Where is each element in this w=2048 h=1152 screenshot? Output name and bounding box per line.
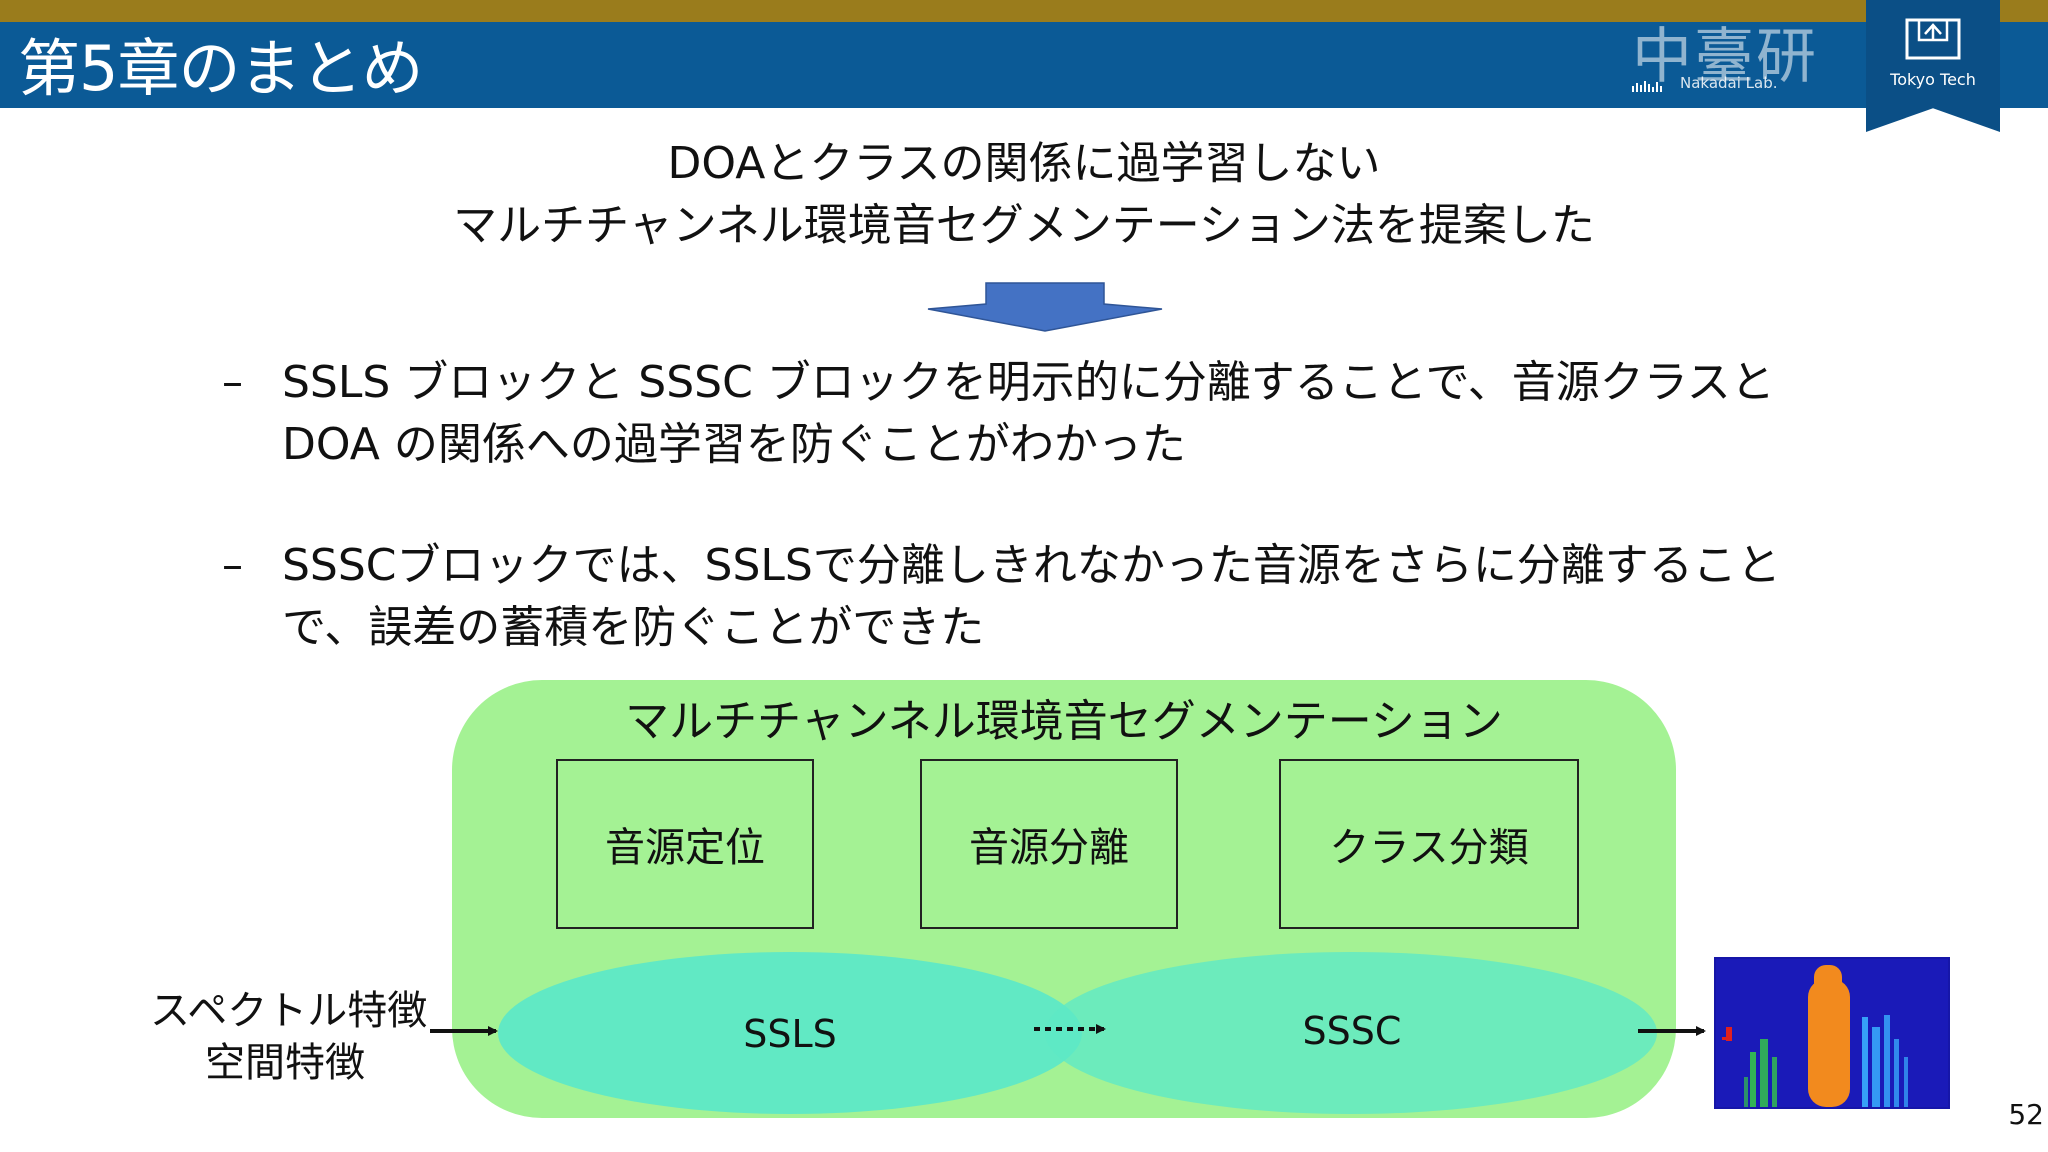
header-bar bbox=[0, 22, 2048, 108]
bullet-1-line-1: SSLS ブロックと SSSC ブロックを明示的に分離することで、音源クラスと bbox=[282, 357, 1775, 408]
task-box-separation: 音源分離 bbox=[920, 759, 1178, 929]
input-label-spectral: スペクトル特徴 bbox=[150, 988, 428, 1034]
ssls-ellipse bbox=[498, 952, 1082, 1114]
sssc-ellipse bbox=[1045, 952, 1657, 1114]
bullet-marker: – bbox=[222, 540, 243, 589]
lab-logo-name: Nakadai Lab. bbox=[1680, 74, 1778, 92]
input-label-spatial: 空間特徴 bbox=[205, 1040, 365, 1086]
task-box-classification: クラス分類 bbox=[1279, 759, 1579, 929]
header-gold-stripe bbox=[0, 0, 2048, 22]
task-box-localization: 音源定位 bbox=[556, 759, 814, 929]
bullet-2-line-1: SSSCブロックでは、SSLSで分離しきれなかった音源をさらに分離すること bbox=[282, 540, 1781, 591]
ssls-label: SSLS bbox=[743, 1012, 837, 1056]
down-arrow-icon bbox=[927, 282, 1163, 332]
sssc-label: SSSC bbox=[1303, 1009, 1402, 1053]
slide-title: 第5章のまとめ bbox=[18, 32, 423, 105]
lab-logo: 中臺研 Nakadai Lab. bbox=[1632, 22, 1864, 98]
summary-line-1: DOAとクラスの関係に過学習しない bbox=[667, 138, 1381, 189]
sound-bars-icon bbox=[1632, 81, 1662, 92]
tokyo-tech-emblem-icon bbox=[1905, 18, 1961, 60]
panel-title: マルチチャンネル環境音セグメンテーション bbox=[625, 696, 1503, 747]
page-number: 52 bbox=[2008, 1098, 2044, 1131]
university-name: Tokyo Tech bbox=[1890, 70, 1976, 89]
segmentation-output-spectrogram-image bbox=[1714, 957, 1950, 1109]
summary-line-2: マルチチャンネル環境音セグメンテーション法を提案した bbox=[453, 200, 1595, 251]
bullet-marker: – bbox=[222, 357, 243, 406]
lab-logo-kanji: 中臺研 bbox=[1632, 22, 1818, 92]
bullet-1-line-2: DOA の関係への過学習を防ぐことがわかった bbox=[282, 419, 1186, 470]
bullet-2-line-2: で、誤差の蓄積を防ぐことができた bbox=[282, 602, 985, 653]
